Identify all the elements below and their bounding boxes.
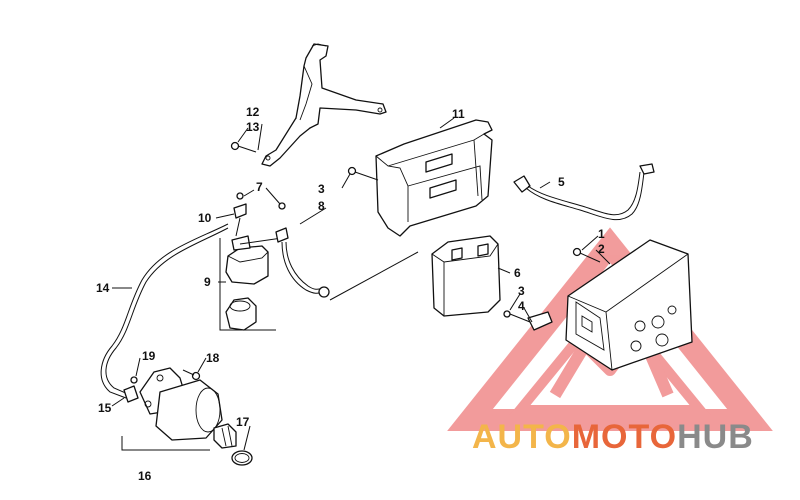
callout-13: 13 bbox=[246, 120, 260, 134]
callout-12: 12 bbox=[246, 105, 260, 119]
callout-5: 5 bbox=[558, 175, 565, 189]
battery-box-bolt bbox=[347, 166, 379, 181]
terminal-bolt bbox=[503, 310, 553, 331]
callout-19: 19 bbox=[142, 349, 156, 363]
callout-18: 18 bbox=[206, 351, 220, 365]
o-ring bbox=[231, 450, 253, 466]
bracket-bolt bbox=[230, 141, 257, 153]
callout-1: 1 bbox=[598, 227, 605, 241]
callout-16: 16 bbox=[138, 469, 152, 483]
washer-19 bbox=[130, 376, 138, 384]
callout-4: 4 bbox=[518, 299, 525, 313]
leader-lines bbox=[111, 117, 611, 451]
callout-11: 11 bbox=[452, 107, 465, 121]
watermark-text-hub: HUB bbox=[677, 418, 754, 456]
relay-group-line bbox=[239, 237, 283, 245]
watermark-text-moto: MOTO bbox=[572, 418, 677, 456]
callout-3-top: 3 bbox=[318, 182, 325, 196]
nut-7b bbox=[278, 202, 286, 210]
link-line-battery bbox=[329, 251, 419, 301]
callout-10: 10 bbox=[198, 211, 212, 225]
callout-14: 14 bbox=[96, 281, 110, 295]
control-module bbox=[565, 239, 693, 371]
callout-17: 17 bbox=[236, 415, 250, 429]
module-bolt bbox=[572, 247, 601, 263]
nut-7a bbox=[236, 192, 244, 200]
callout-15: 15 bbox=[98, 401, 112, 415]
callout-3-bottom: 3 bbox=[518, 284, 525, 298]
watermark-text-auto: AUTO bbox=[472, 418, 572, 456]
starter-motor bbox=[139, 367, 237, 449]
relay-bracket bbox=[219, 238, 276, 331]
starter-relay bbox=[225, 235, 269, 331]
callout-7: 7 bbox=[256, 180, 263, 194]
battery bbox=[431, 235, 501, 317]
relay-cable-8 bbox=[275, 227, 330, 298]
callout-6: 6 bbox=[514, 266, 521, 280]
relay-cable-10 bbox=[233, 203, 247, 237]
callout-9: 9 bbox=[204, 275, 211, 289]
battery-box bbox=[375, 119, 493, 237]
watermark-text: AUTOMOTOHUB bbox=[472, 418, 754, 456]
callout-2: 2 bbox=[598, 242, 605, 256]
callout-8: 8 bbox=[318, 199, 325, 213]
starter-cable-14 bbox=[100, 223, 229, 403]
mounting-bracket bbox=[261, 43, 387, 167]
starter-bolt bbox=[182, 369, 201, 381]
battery-cable-5 bbox=[513, 163, 655, 221]
starter-group-line bbox=[121, 436, 210, 451]
